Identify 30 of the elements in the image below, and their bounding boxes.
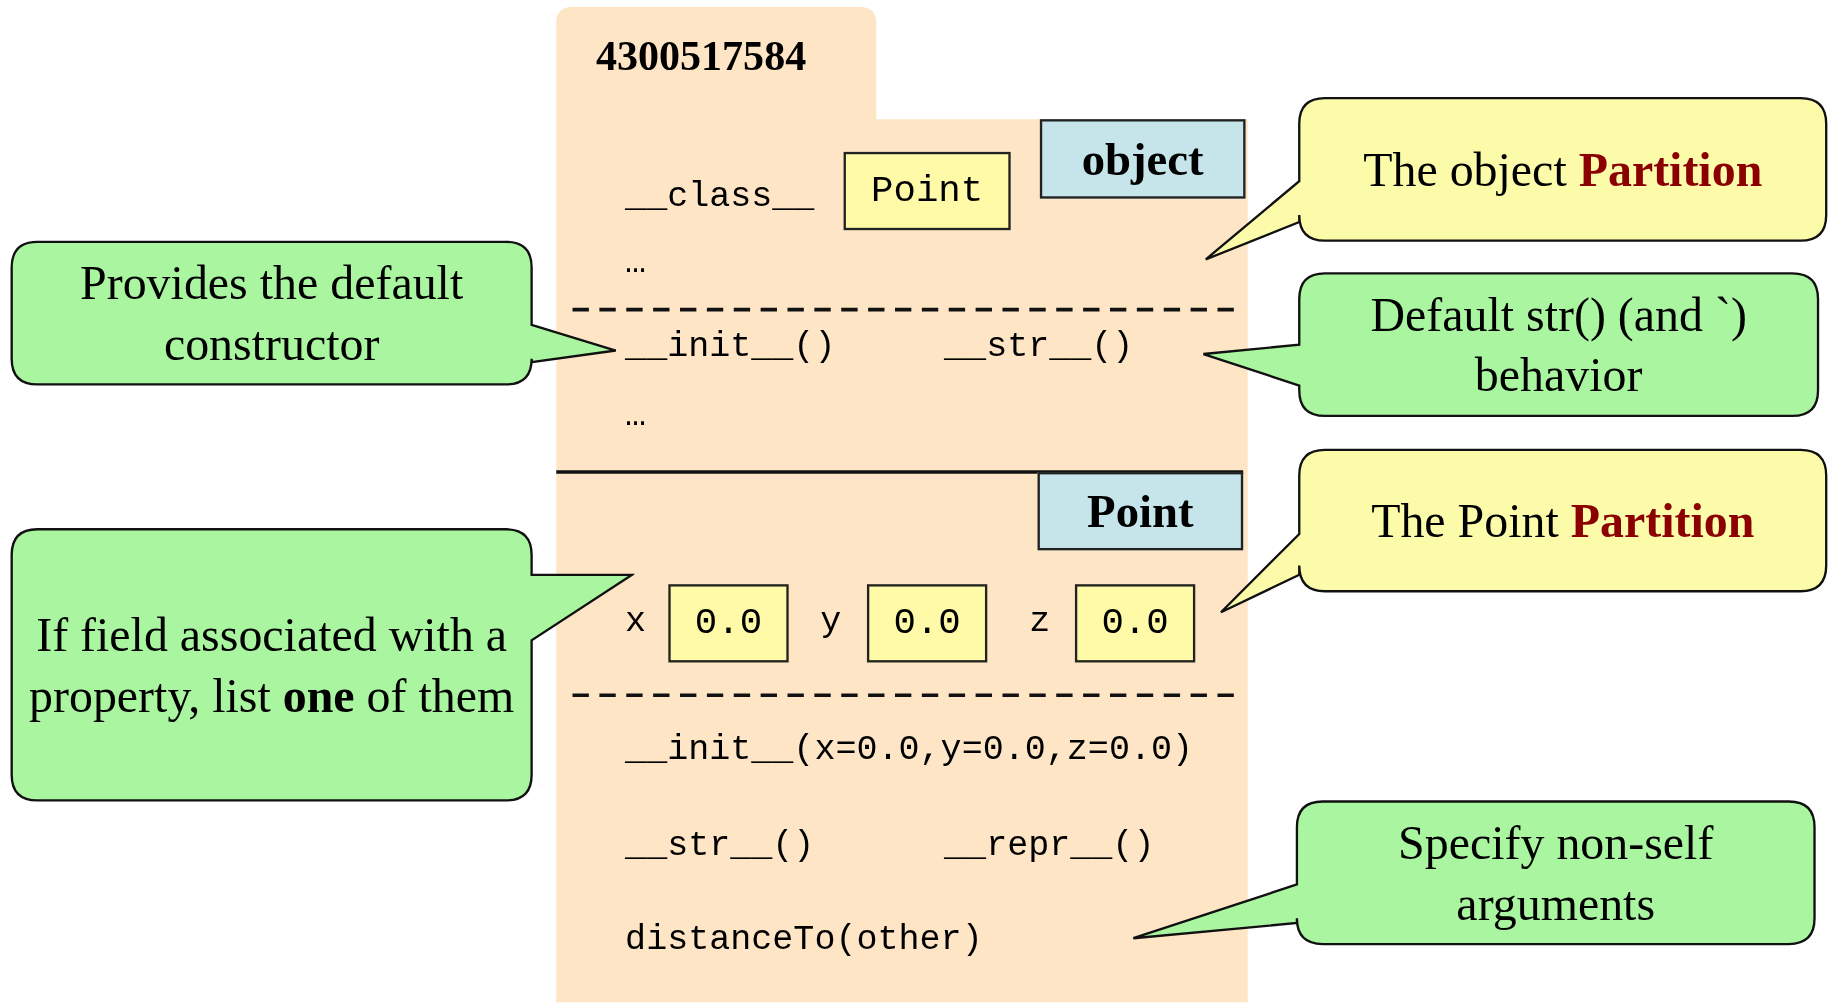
code-label: __init__(): [625, 326, 836, 369]
code-label: …: [625, 242, 647, 285]
speech-bubble: [1218, 447, 1829, 615]
callout-text: Default str() (and `) behavior: [1369, 286, 1748, 404]
value-box: 0.0: [1074, 584, 1196, 663]
code-label: __init__(x=0.0,y=0.0,z=0.0): [625, 729, 1194, 772]
speech-bubble: [1203, 95, 1829, 262]
callout-text: Provides the default constructor: [79, 254, 465, 373]
value-box: 0.0: [668, 584, 789, 663]
folder-heading: 4300517584: [595, 31, 807, 82]
code-label: z: [1029, 600, 1051, 644]
partition-tab: Point: [1037, 472, 1244, 551]
code-label: distanceTo(other): [625, 918, 983, 962]
callout-text: The Point Partition: [1371, 492, 1755, 550]
code-label: __str__(): [625, 825, 815, 868]
speech-bubble: [9, 239, 619, 387]
partition-tab: object: [1039, 119, 1246, 199]
callout-text: Specify non-self arguments: [1397, 814, 1715, 933]
code-label: x: [625, 600, 647, 644]
code-label: __class__: [625, 175, 815, 219]
code-label: …: [625, 395, 647, 438]
speech-bubble: [1201, 271, 1821, 419]
value-box: Point: [843, 151, 1011, 231]
code-label: __repr__(): [944, 825, 1155, 868]
callout-text: The object Partition: [1363, 141, 1763, 199]
object-folder: [556, 7, 1248, 1003]
callout-text: If field associated with a property, list one of them: [28, 606, 516, 725]
code-label: __str__(): [944, 326, 1134, 369]
value-box: 0.0: [866, 584, 988, 663]
code-label: y: [820, 600, 842, 644]
